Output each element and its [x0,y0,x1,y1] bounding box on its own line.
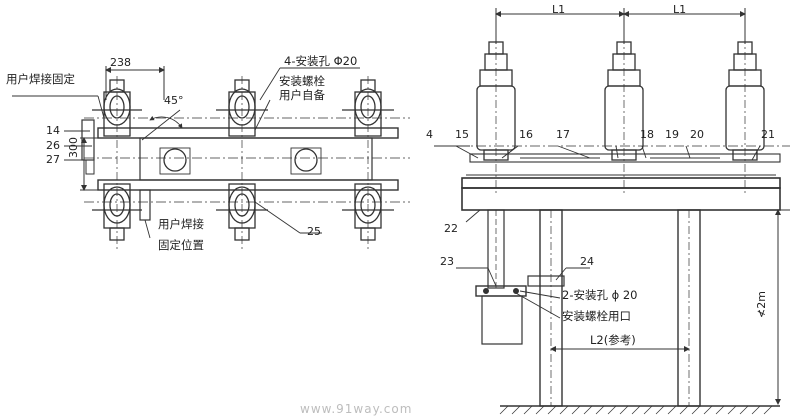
part-22-label: 22 [444,222,458,235]
dim-300-label: 300 [67,137,80,158]
dim-l1-left-label: L1 [552,3,566,16]
dim-238-label: 238 [110,56,131,69]
part-20-label: 20 [690,128,704,141]
part-17-label: 17 [556,128,570,141]
part-23-label: 23 [440,255,454,268]
left-top-view [12,66,410,250]
angle-45-label: 45° [164,94,184,107]
part-4-label: 4 [426,128,433,141]
part-16-label: 16 [519,128,533,141]
user-weld-label: 用户焊接 [158,217,204,231]
user-weld-fix-label: 用户焊接固定 [6,72,75,86]
part-25-label: 25 [307,225,321,238]
part-26-label: 26 [46,139,60,152]
part-21-label: 21 [761,128,775,141]
two-mounting-holes-label: 2-安装孔 ϕ 20 [562,288,638,302]
part-15-label: 15 [455,128,469,141]
part-19-label: 19 [665,128,679,141]
part-27-label: 27 [46,153,60,166]
user-supplied-label: 用户自备 [279,88,325,102]
mounting-bolt-label: 安装螺栓 [279,74,325,88]
watermark: www.91way.com [300,402,413,416]
dim-l1-right-label: L1 [673,3,687,16]
fixed-position-label: 固定位置 [158,238,204,252]
part-24-label: 24 [580,255,594,268]
part-18-label: 18 [640,128,654,141]
four-mounting-holes-label: 4-安装孔 Φ20 [284,54,358,68]
part-14-label: 14 [46,124,60,137]
right-side-view [434,8,790,415]
bolt-port-label: 安装螺栓用口 [562,309,631,323]
dim-l2-label: L2(参考) [590,333,636,347]
dim-height-label: ≮2m [755,291,768,318]
